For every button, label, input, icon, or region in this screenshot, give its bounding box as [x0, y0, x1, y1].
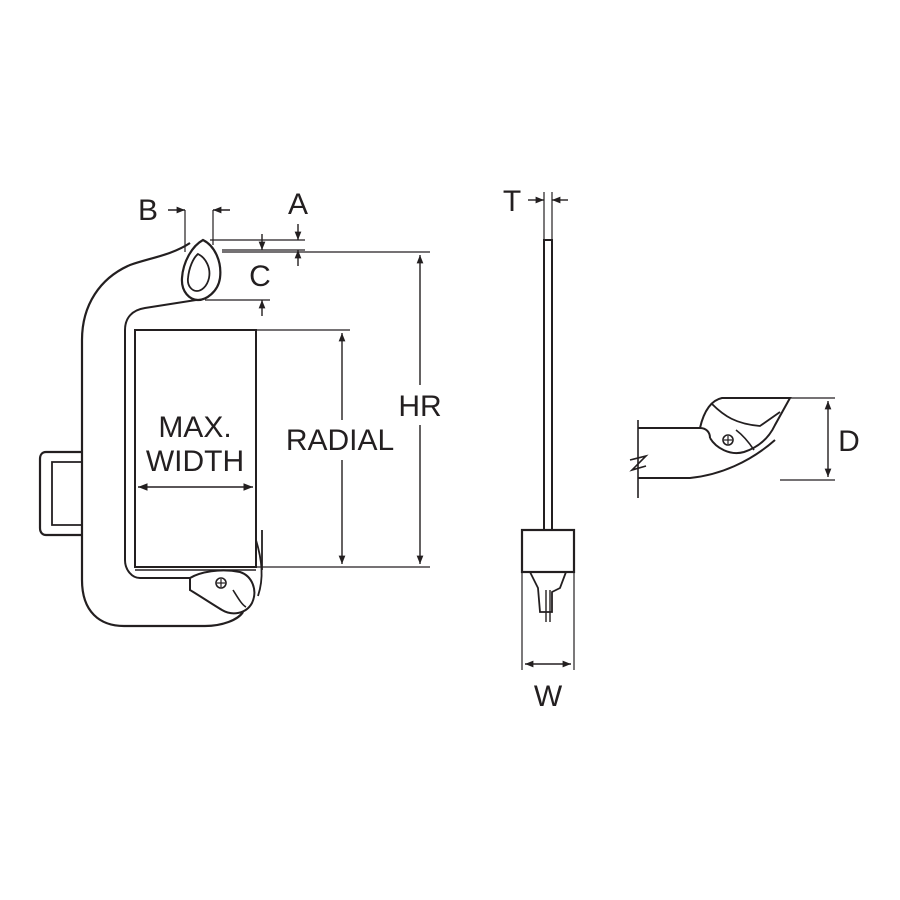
max-width-envelope: [134, 329, 257, 568]
side-strap: [543, 239, 553, 531]
detail-break-mark: [629, 454, 649, 472]
detail-screw: [722, 434, 734, 446]
label-width: WIDTH: [146, 445, 244, 478]
side-handle-inner: [51, 461, 82, 526]
label-max: MAX.: [158, 411, 231, 444]
side-head: [520, 528, 576, 574]
label-radial: RADIAL: [286, 424, 394, 457]
latch-pawl: [189, 569, 256, 615]
clamp-body-outer: [80, 242, 244, 628]
detail-strap-bottom: [638, 439, 776, 479]
clamp-side-view: T W: [503, 185, 576, 713]
label-w: W: [534, 680, 563, 713]
latch-screw: [215, 577, 227, 589]
label-c: C: [249, 260, 271, 293]
clamp-body-inner: [124, 299, 197, 579]
side-latch: [529, 571, 567, 613]
detail-latch-lip: [711, 403, 781, 427]
label-hr: HR: [398, 390, 441, 423]
label-b: B: [138, 194, 158, 227]
label-a: A: [288, 188, 308, 221]
latch-slot: [232, 589, 247, 608]
label-d: D: [838, 425, 860, 458]
side-handle: [38, 450, 82, 537]
clamp-front-view: B A C MAX. WIDTH RADIAL HR: [38, 188, 442, 628]
label-t: T: [503, 185, 521, 218]
detail-latch-body: [699, 397, 792, 454]
mounting-hole: [180, 238, 222, 302]
detail-strap-top: [638, 427, 711, 439]
clamp-detail-view: D: [629, 397, 860, 498]
detail-latch-slot: [735, 429, 755, 451]
mounting-hole-inner: [186, 252, 211, 292]
